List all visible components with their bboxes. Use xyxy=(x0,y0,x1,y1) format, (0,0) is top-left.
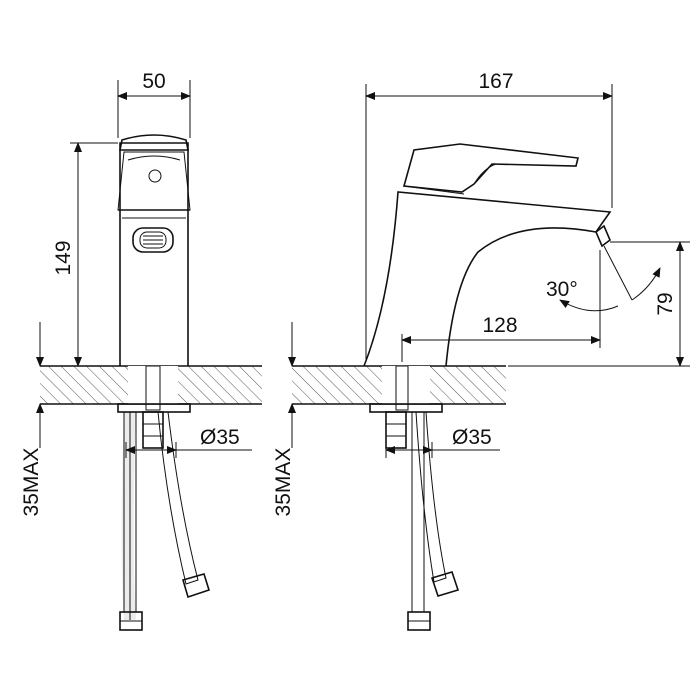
side-mounting-hardware xyxy=(369,365,460,631)
front-height-dimension: 149 xyxy=(52,142,118,367)
front-mounting-hardware xyxy=(117,365,210,631)
front-thickness-dimension: 35MAX xyxy=(20,322,44,517)
side-thickness-label: 35MAX xyxy=(272,448,295,517)
side-reach-dimension: 128 xyxy=(401,250,601,362)
side-diameter-label: Ø35 xyxy=(452,426,492,449)
side-view: 167 128 30° 79 Ø35 xyxy=(272,70,690,631)
side-diameter-dimension: Ø35 xyxy=(385,426,500,458)
front-view: 50 149 Ø35 35MAX xyxy=(20,70,262,631)
side-reach-label: 128 xyxy=(482,314,517,337)
side-overall-length-dimension: 167 xyxy=(365,70,613,362)
side-spout-height-dimension: 79 xyxy=(508,241,690,367)
front-thickness-label: 35MAX xyxy=(20,448,43,517)
front-height-label: 149 xyxy=(52,240,75,275)
side-spout-height-label: 79 xyxy=(654,292,677,315)
side-angle-dimension: 30° xyxy=(546,245,661,312)
front-width-label: 50 xyxy=(142,70,165,93)
front-faucet-body xyxy=(117,134,191,366)
side-angle-label: 30° xyxy=(546,278,578,301)
front-diameter-label: Ø35 xyxy=(200,426,240,449)
side-thickness-dimension: 35MAX xyxy=(272,322,296,517)
side-overall-length-label: 167 xyxy=(478,70,513,93)
side-countertop-section xyxy=(292,365,506,405)
side-faucet-body xyxy=(363,143,612,367)
front-countertop-section xyxy=(40,365,262,405)
front-width-dimension: 50 xyxy=(117,70,191,138)
front-diameter-dimension: Ø35 xyxy=(125,426,252,458)
